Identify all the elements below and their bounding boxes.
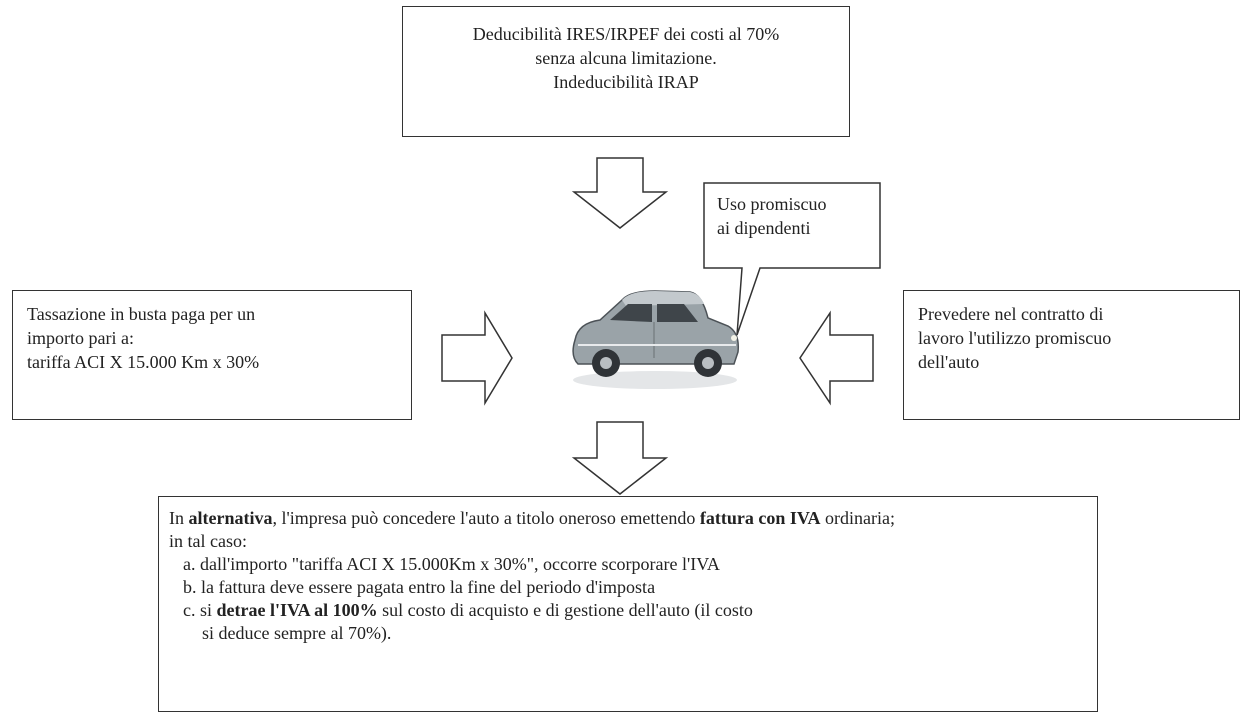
payroll-line-3: tariffa ACI X 15.000 Km x 30% [27, 352, 260, 372]
callout-line-2: ai dipendenti [717, 218, 811, 238]
list-item-b: b. la fattura deve essere pagata entro l… [183, 577, 656, 597]
alternative-intro: in tal caso: [169, 531, 247, 551]
payroll-taxation-box: Tassazione in busta paga per un importo … [12, 290, 412, 420]
deductibility-line-2: senza alcuna limitazione. [535, 48, 717, 68]
callout-line-1: Uso promiscuo [717, 194, 827, 214]
right-arrow-icon [441, 310, 513, 406]
callout-bubble [703, 182, 881, 336]
deductibility-line-1: Deducibilità IRES/IRPEF dei costi al 70% [472, 24, 780, 44]
list-item-a: a. dall'importo "tariffa ACI X 15.000Km … [183, 554, 720, 574]
down-arrow-icon [571, 157, 669, 229]
alternative-box: In alternativa, l'impresa può concedere … [158, 496, 1098, 712]
contract-line-1: Prevedere nel contratto di [918, 304, 1104, 324]
left-arrow-icon [799, 310, 874, 406]
contract-box: Prevedere nel contratto di lavoro l'util… [903, 290, 1240, 420]
deductibility-line-3: Indeducibilità IRAP [553, 72, 699, 92]
alternative-paragraph: In alternativa, l'impresa può concedere … [169, 508, 895, 528]
car-icon [572, 290, 740, 389]
contract-line-3: dell'auto [918, 352, 980, 372]
list-item-c-continuation: si deduce sempre al 70%). [202, 623, 392, 643]
callout-text: Uso promiscuo ai dipendenti [717, 192, 877, 240]
contract-line-2: lavoro l'utilizzo promiscuo [918, 328, 1112, 348]
deductibility-box: Deducibilità IRES/IRPEF dei costi al 70%… [402, 6, 850, 137]
payroll-line-1: Tassazione in busta paga per un [27, 304, 256, 324]
list-item-c: c. si detrae l'IVA al 100% sul costo di … [183, 600, 753, 620]
down-arrow-icon [571, 421, 669, 495]
payroll-line-2: importo pari a: [27, 328, 134, 348]
